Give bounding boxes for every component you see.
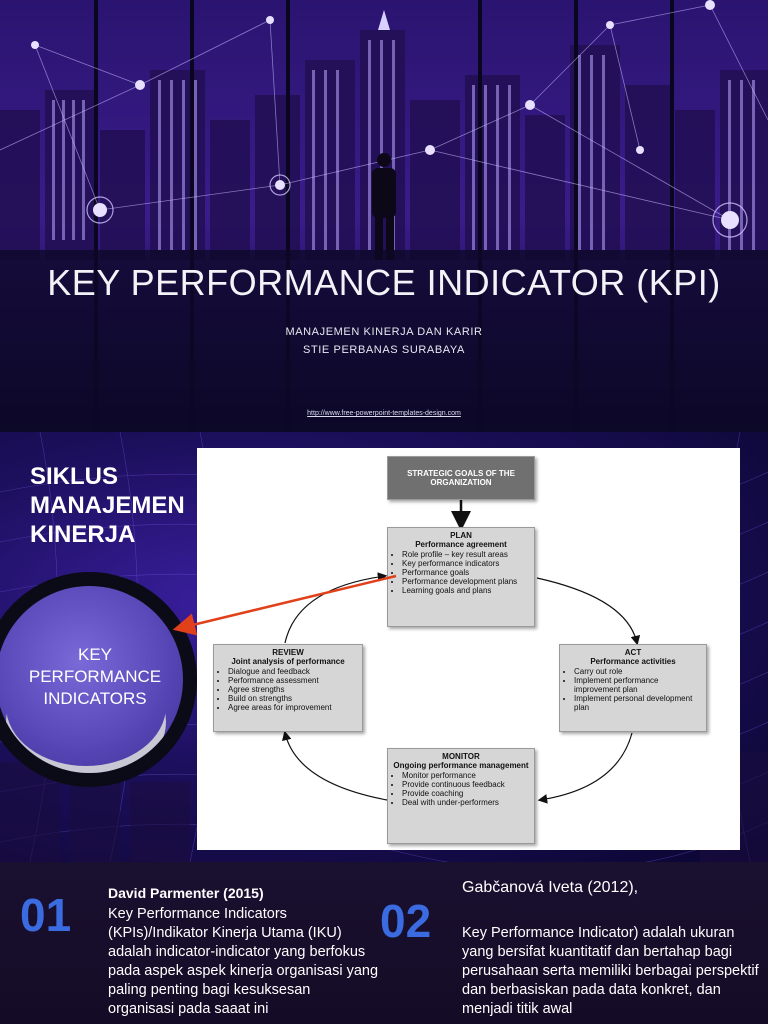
heading-line: MANAJEMEN: [30, 492, 185, 519]
monitor-item: Provide coaching: [402, 789, 529, 798]
plan-item: Performance goals: [402, 568, 529, 577]
circle-label-line: PERFORMANCE: [28, 667, 162, 686]
template-link[interactable]: http://www.free-powerpoint-templates-des…: [307, 410, 461, 417]
plan-subtitle: Performance agreement: [415, 540, 507, 549]
monitor-item: Provide continuous feedback: [402, 780, 529, 789]
heading-line: KINERJA: [30, 521, 136, 548]
kpi-circle: [0, 586, 183, 773]
definitions-slide: 01 David Parmenter (2015) Key Performanc…: [0, 862, 768, 1024]
review-item: Dialogue and feedback: [228, 667, 357, 676]
monitor-item: Deal with under-performers: [402, 798, 529, 807]
heading-line: SIKLUS: [30, 463, 119, 490]
review-item: Agree strengths: [228, 685, 357, 694]
act-subtitle: Performance activities: [590, 657, 676, 666]
slide-subtitle-course: MANAJEMEN KINERJA DAN KARIR: [285, 326, 483, 338]
plan-box: PLAN Performance agreement Role profile …: [387, 527, 535, 627]
monitor-subtitle: Ongoing performance management: [393, 761, 529, 770]
review-subtitle: Joint analysis of performance: [231, 657, 345, 666]
act-item: Implement performance improvement plan: [574, 676, 701, 694]
monitor-item: Monitor performance: [402, 771, 529, 780]
slide-subtitle-institution: STIE PERBANAS SURABAYA: [303, 344, 465, 356]
strategic-goals-box: STRATEGIC GOALS OF THE ORGANIZATION: [387, 456, 535, 500]
monitor-box: MONITOR Ongoing performance management M…: [387, 748, 535, 844]
definition-author: Gabčanová Iveta (2012),: [462, 879, 639, 896]
definition-author: David Parmenter (2015): [108, 885, 264, 901]
plan-item: Learning goals and plans: [402, 586, 529, 595]
review-title: REVIEW: [272, 648, 304, 657]
city-network-background: [0, 0, 768, 432]
review-item: Build on strengths: [228, 694, 357, 703]
slide-title: KEY PERFORMANCE INDICATOR (KPI): [47, 262, 721, 303]
plan-item: Performance development plans: [402, 577, 529, 586]
cycle-heading: SIKLUS MANAJEMEN KINERJA: [30, 462, 185, 549]
review-item: Agree areas for improvement: [228, 703, 357, 712]
cycle-slide: SIKLUS MANAJEMEN KINERJA KEY PERFORMANCE…: [0, 432, 768, 862]
performance-cycle-diagram: STRATEGIC GOALS OF THE ORGANIZATION PLAN…: [197, 448, 740, 850]
review-box: REVIEW Joint analysis of performance Dia…: [213, 644, 363, 732]
plan-item: Role profile – key result areas: [402, 550, 529, 559]
monitor-title: MONITOR: [442, 752, 480, 761]
act-box: ACT Performance activities Carry out rol…: [559, 644, 707, 732]
plan-item: Key performance indicators: [402, 559, 529, 568]
review-item: Performance assessment: [228, 676, 357, 685]
strategic-goals-label: STRATEGIC GOALS OF THE ORGANIZATION: [407, 469, 515, 487]
act-title: ACT: [624, 648, 642, 657]
circle-label-line: KEY: [77, 645, 113, 664]
act-item: Implement personal development plan: [574, 694, 701, 712]
kpi-circle-label: KEY PERFORMANCE INDICATORS: [0, 644, 190, 710]
title-slide: KEY PERFORMANCE INDICATOR (KPI) MANAJEME…: [0, 0, 768, 432]
definition-text: Key Performance Indicators (KPIs)/Indika…: [108, 906, 379, 1017]
act-item: Carry out role: [574, 667, 701, 676]
definition-number: 01: [20, 889, 72, 941]
definition-number: 02: [380, 895, 432, 947]
definition-text: Key Performance Indicator) adalah ukuran…: [462, 925, 759, 1017]
plan-title: PLAN: [450, 531, 472, 540]
circle-label-line: INDICATORS: [43, 689, 147, 708]
